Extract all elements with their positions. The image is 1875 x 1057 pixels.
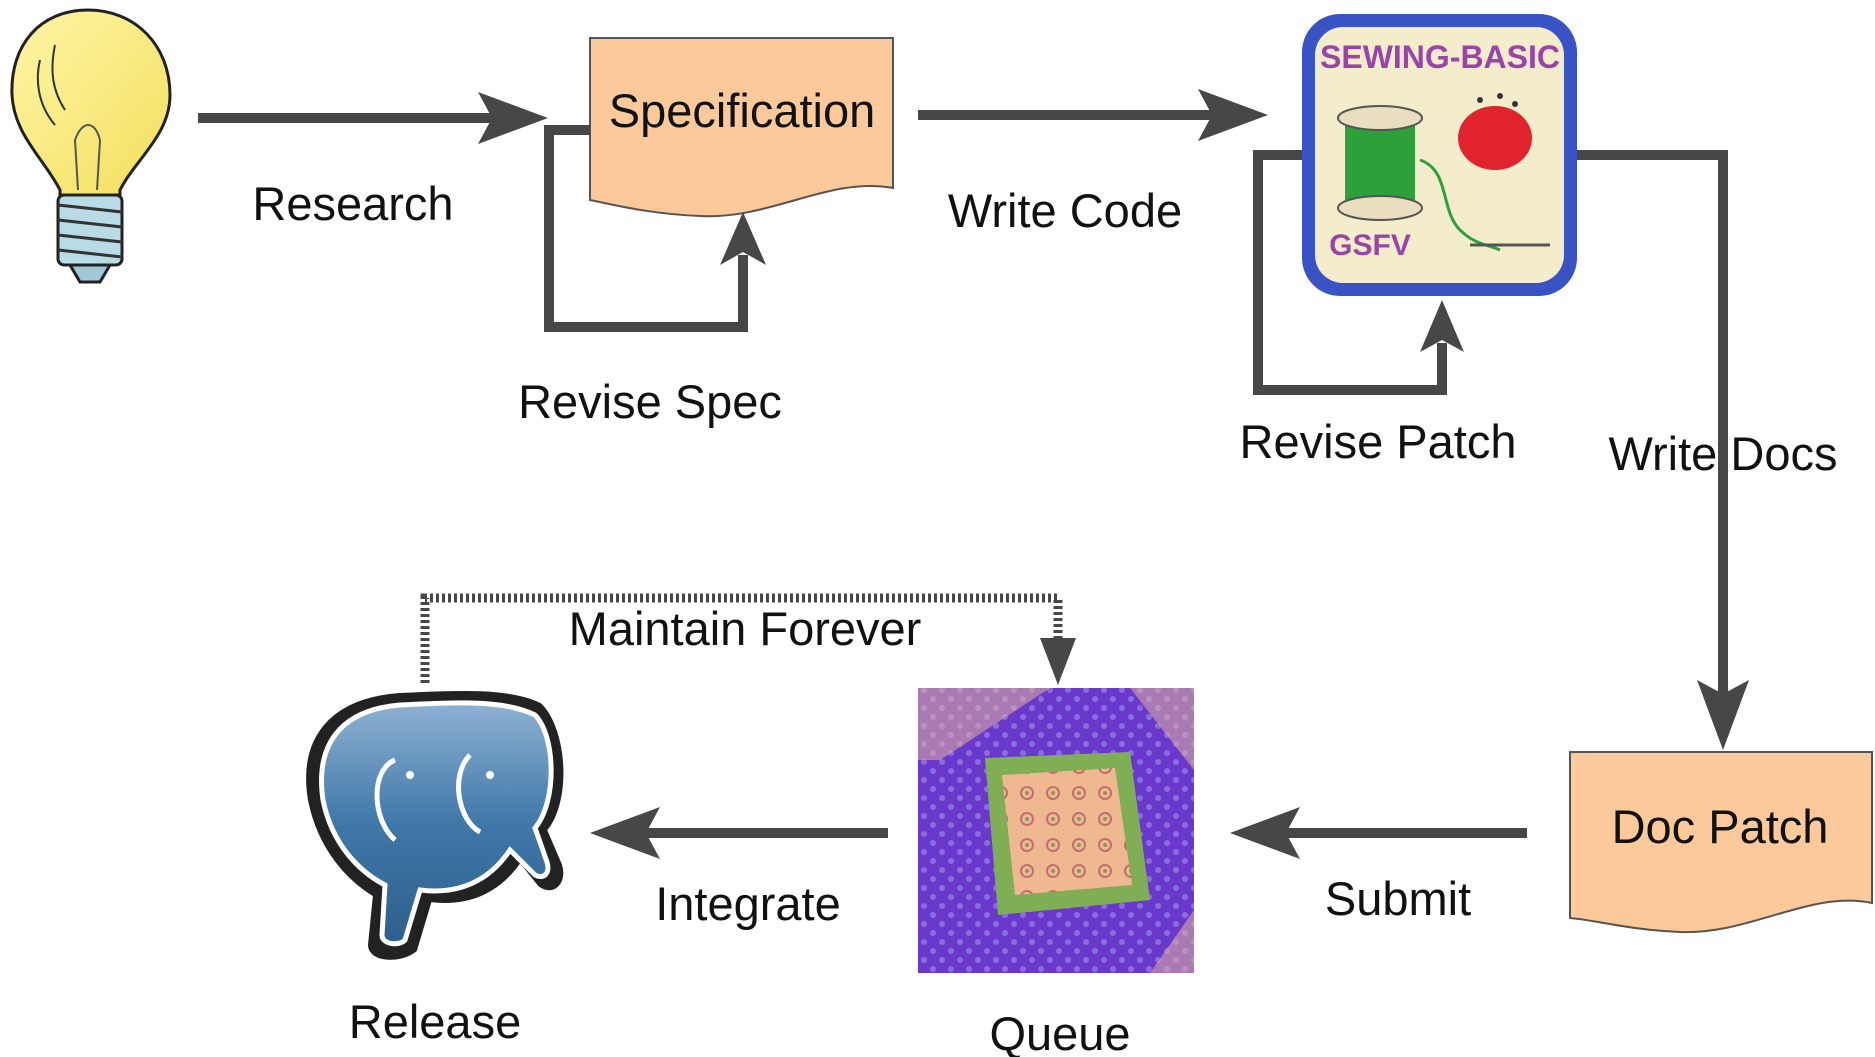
badge-top-text: SEWING-BASIC	[1320, 39, 1560, 75]
caption-queue: Queue	[989, 1007, 1130, 1057]
specification-node: Specification	[589, 37, 894, 218]
quilt-queue-image	[918, 688, 1194, 973]
label-write-code: Write Code	[948, 184, 1182, 237]
elephant-icon	[306, 690, 564, 960]
label-revise-patch: Revise Patch	[1240, 415, 1517, 468]
lightbulb-icon	[10, 8, 172, 284]
doc-patch-label: Doc Patch	[1612, 800, 1829, 853]
label-integrate: Integrate	[655, 877, 841, 930]
edge-research	[198, 92, 548, 144]
edge-revise-spec	[544, 125, 766, 332]
edge-write-docs	[1577, 150, 1749, 750]
caption-release: Release	[349, 995, 521, 1048]
edge-write-code	[918, 89, 1268, 141]
label-maintain-forever: Maintain Forever	[569, 602, 922, 655]
label-write-docs: Write Docs	[1609, 427, 1838, 480]
label-research: Research	[252, 177, 453, 230]
specification-label: Specification	[609, 84, 876, 137]
label-submit: Submit	[1325, 872, 1471, 925]
sewing-badge-image: SEWING-BASIC GSFV	[1302, 14, 1577, 296]
label-revise-spec: Revise Spec	[518, 375, 782, 428]
badge-bottom-text: GSFV	[1329, 229, 1411, 262]
edge-integrate	[590, 807, 888, 859]
edge-submit	[1230, 807, 1527, 859]
edge-maintain-forever	[420, 593, 1076, 685]
edge-revise-patch	[1253, 150, 1464, 395]
doc-patch-node: Doc Patch	[1569, 751, 1873, 934]
